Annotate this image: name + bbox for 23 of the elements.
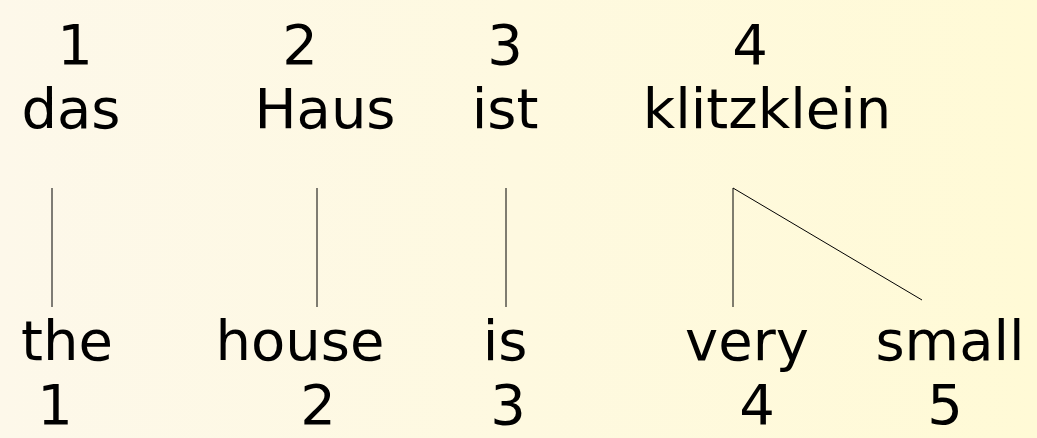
alignment-line (732, 187, 923, 301)
position-number: 1 (37, 373, 73, 437)
word: das (21, 77, 121, 141)
position-number: 4 (732, 13, 768, 77)
word: house (215, 309, 385, 373)
word: very (685, 309, 809, 373)
word: klitzklein (642, 77, 892, 141)
alignment-line (51, 187, 53, 308)
position-number: 1 (57, 13, 93, 77)
word: Haus (254, 77, 396, 141)
word: ist (471, 77, 539, 141)
position-number: 2 (282, 13, 318, 77)
word: small (875, 309, 1025, 373)
word: the (21, 309, 113, 373)
position-number: 5 (927, 373, 963, 437)
alignment-line (732, 187, 734, 308)
word: is (482, 309, 528, 373)
position-number: 4 (739, 373, 775, 437)
position-number: 3 (490, 373, 526, 437)
position-number: 2 (300, 373, 336, 437)
alignment-line (505, 187, 507, 308)
position-number: 3 (487, 13, 523, 77)
alignment-line (316, 187, 318, 308)
